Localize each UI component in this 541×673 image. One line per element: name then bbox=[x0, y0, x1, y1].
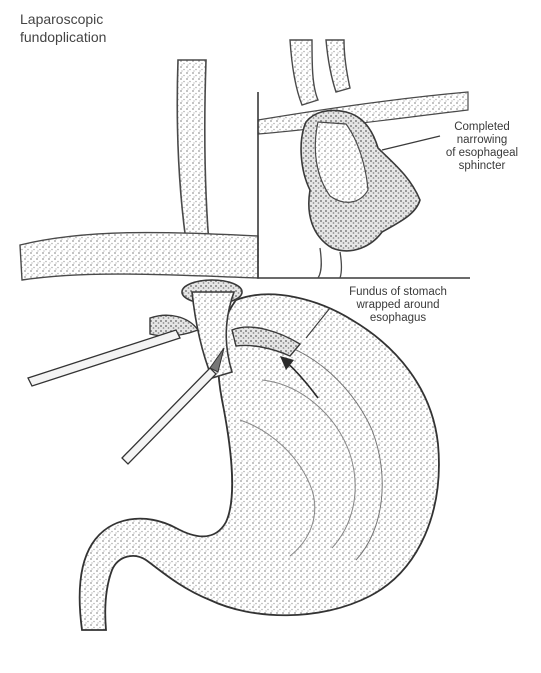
figure-title: Laparoscopic fundoplication bbox=[20, 10, 106, 46]
fundus-wrapped-label: Fundus of stomach wrapped around esophag… bbox=[328, 286, 468, 325]
completed-narrowing-label: Completed narrowing of esophageal sphinc… bbox=[432, 121, 532, 173]
laparoscopic-instruments bbox=[28, 330, 224, 464]
